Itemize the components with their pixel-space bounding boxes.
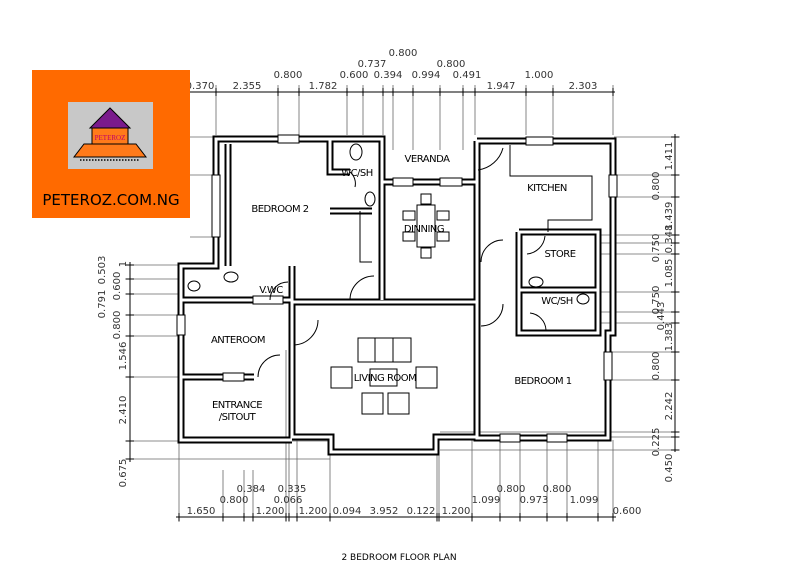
basin-icon xyxy=(223,271,239,283)
dim-label: 0.800 xyxy=(543,484,572,495)
dim-label: 1.782 xyxy=(309,81,338,92)
left-ticks xyxy=(126,264,134,460)
dim-label: 0.335 xyxy=(278,484,307,495)
dim-label: 0.600 xyxy=(112,272,123,301)
dim-label: 0.800 xyxy=(437,59,466,70)
room-label-wcsh: WC/SH xyxy=(341,168,373,179)
basin-icon xyxy=(364,191,376,207)
dim-label: 0.800 xyxy=(274,70,303,81)
dim-label: 1.099 xyxy=(570,495,599,506)
logo-website: PETEROZ.COM.NG xyxy=(42,191,179,209)
top-dimension-labels: 0.370 2.355 0.800 1.782 0.600 0.737 0.39… xyxy=(186,48,598,92)
walls xyxy=(176,134,618,456)
left-extension-lines xyxy=(125,136,330,460)
right-dimension-labels: 1.411 0.800 1.439 0.348 0.750 1.085 0.75… xyxy=(651,142,675,483)
room-label-anteroom: ANTEROOM xyxy=(211,335,265,346)
room-label-living-room: LIVING ROOM xyxy=(354,373,417,384)
dim-label: 0.750 xyxy=(651,286,662,315)
dim-label: 0.225 xyxy=(651,428,662,457)
plan-title: 2 BEDROOM FLOOR PLAN xyxy=(341,553,456,563)
logo: PETEROZ PETEROZ.COM.NG xyxy=(32,70,190,218)
room-label-veranda: VERANDA xyxy=(405,154,451,165)
room-label-dining: DINNING xyxy=(404,224,444,235)
dim-label: 1.200 xyxy=(442,506,471,517)
room-label-bedroom-2: BEDROOM 2 xyxy=(251,204,308,215)
dim-label: 1.383 xyxy=(664,323,675,352)
dining-table xyxy=(416,204,436,248)
room-label-store: STORE xyxy=(544,249,575,260)
dim-label: 0.791 xyxy=(97,290,108,319)
logo-brand-text: PETEROZ xyxy=(95,134,126,142)
dim-label: 1.411 xyxy=(664,142,675,171)
dim-label: 1.947 xyxy=(487,81,516,92)
dim-label: 1.546 xyxy=(118,342,129,371)
bottom-dimension-labels: 1.650 0.800 0.384 1.200 0.066 0.335 1.20… xyxy=(187,484,642,517)
dim-label: 0.973 xyxy=(520,495,549,506)
dim-label: 1.439 xyxy=(664,202,675,231)
basin-icon xyxy=(528,276,544,288)
toilet-icon xyxy=(349,143,363,161)
dim-label: 1.200 xyxy=(299,506,328,517)
dim-label: 0.394 xyxy=(374,70,403,81)
dim-label: 1.099 xyxy=(472,495,501,506)
dim-label: 1.650 xyxy=(187,506,216,517)
dim-label: 2.355 xyxy=(233,81,262,92)
dim-label: 0.600 xyxy=(340,70,369,81)
dim-label: 0.450 xyxy=(664,454,675,483)
dim-label: 0.800 xyxy=(112,311,123,340)
left-dimension-labels: 1 0.503 0.600 0.791 0.800 1.546 2.410 0.… xyxy=(97,256,129,488)
dim-label: 1.085 xyxy=(664,259,675,288)
top-ticks xyxy=(215,88,614,96)
right-ticks xyxy=(671,136,679,451)
dim-label: 0.800 xyxy=(651,352,662,381)
dim-label: 0.675 xyxy=(118,459,129,488)
dim-label: 3.952 xyxy=(370,506,399,517)
toilet-icon xyxy=(187,280,201,292)
toilet-icon xyxy=(576,293,590,305)
dim-label: 0.737 xyxy=(358,59,387,70)
dim-label: 0.750 xyxy=(651,234,662,263)
room-label-wcsh-2: WC/SH xyxy=(541,296,573,307)
dim-label: 0.122 xyxy=(407,506,436,517)
dim-label: 2.242 xyxy=(664,392,675,421)
room-label-sitout: /SITOUT xyxy=(219,412,257,423)
dim-label: 0.066 xyxy=(274,495,303,506)
room-label-kitchen: KITCHEN xyxy=(527,183,567,194)
dim-label: 0.600 xyxy=(613,506,642,517)
dim-label: 0.348 xyxy=(664,225,675,254)
dim-label: 0.800 xyxy=(220,495,249,506)
dim-label: 1 xyxy=(118,261,129,267)
dim-label: 0.094 xyxy=(333,506,362,517)
sofa xyxy=(357,337,412,363)
bottom-ticks xyxy=(178,513,614,521)
dim-label: 2.303 xyxy=(569,81,598,92)
dim-label: 0.800 xyxy=(651,172,662,201)
dim-label: 0.503 xyxy=(97,256,108,285)
dim-label: 0.800 xyxy=(497,484,526,495)
dim-label: 1.000 xyxy=(525,70,554,81)
dim-label: 2.410 xyxy=(118,396,129,425)
dim-label: 0.800 xyxy=(389,48,418,59)
furniture xyxy=(187,143,590,415)
room-label-vwc: V.WC xyxy=(259,285,283,296)
room-label-bedroom-1: BEDROOM 1 xyxy=(514,376,571,387)
dim-label: 0.384 xyxy=(237,484,266,495)
dim-label: 0.491 xyxy=(453,70,482,81)
room-labels: BEDROOM 2 WC/SH VERANDA DINNING KITCHEN … xyxy=(211,154,576,423)
dim-label: 0.443 xyxy=(656,302,667,331)
dim-label: 1.200 xyxy=(256,506,285,517)
room-label-entrance: ENTRANCE xyxy=(212,400,262,411)
dim-label: 0.370 xyxy=(186,81,215,92)
dim-label: 0.994 xyxy=(412,70,441,81)
